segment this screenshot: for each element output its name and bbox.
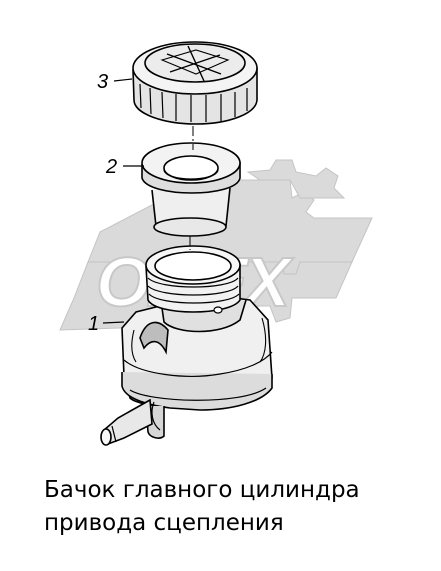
callout-2: 2 bbox=[106, 156, 118, 178]
callout-3: 3 bbox=[97, 71, 109, 93]
leader-lines bbox=[102, 78, 144, 324]
caption: Бачок главного цилиндра привода сцеплени… bbox=[44, 474, 424, 540]
caption-line-2: привода сцепления bbox=[44, 510, 284, 536]
cap bbox=[132, 41, 258, 125]
callout-1: 1 bbox=[88, 313, 100, 335]
assembly-axis bbox=[189, 126, 194, 250]
reservoir-body bbox=[100, 245, 273, 446]
caption-line-1: Бачок главного цилиндра bbox=[44, 477, 360, 503]
filter-insert bbox=[141, 142, 241, 237]
